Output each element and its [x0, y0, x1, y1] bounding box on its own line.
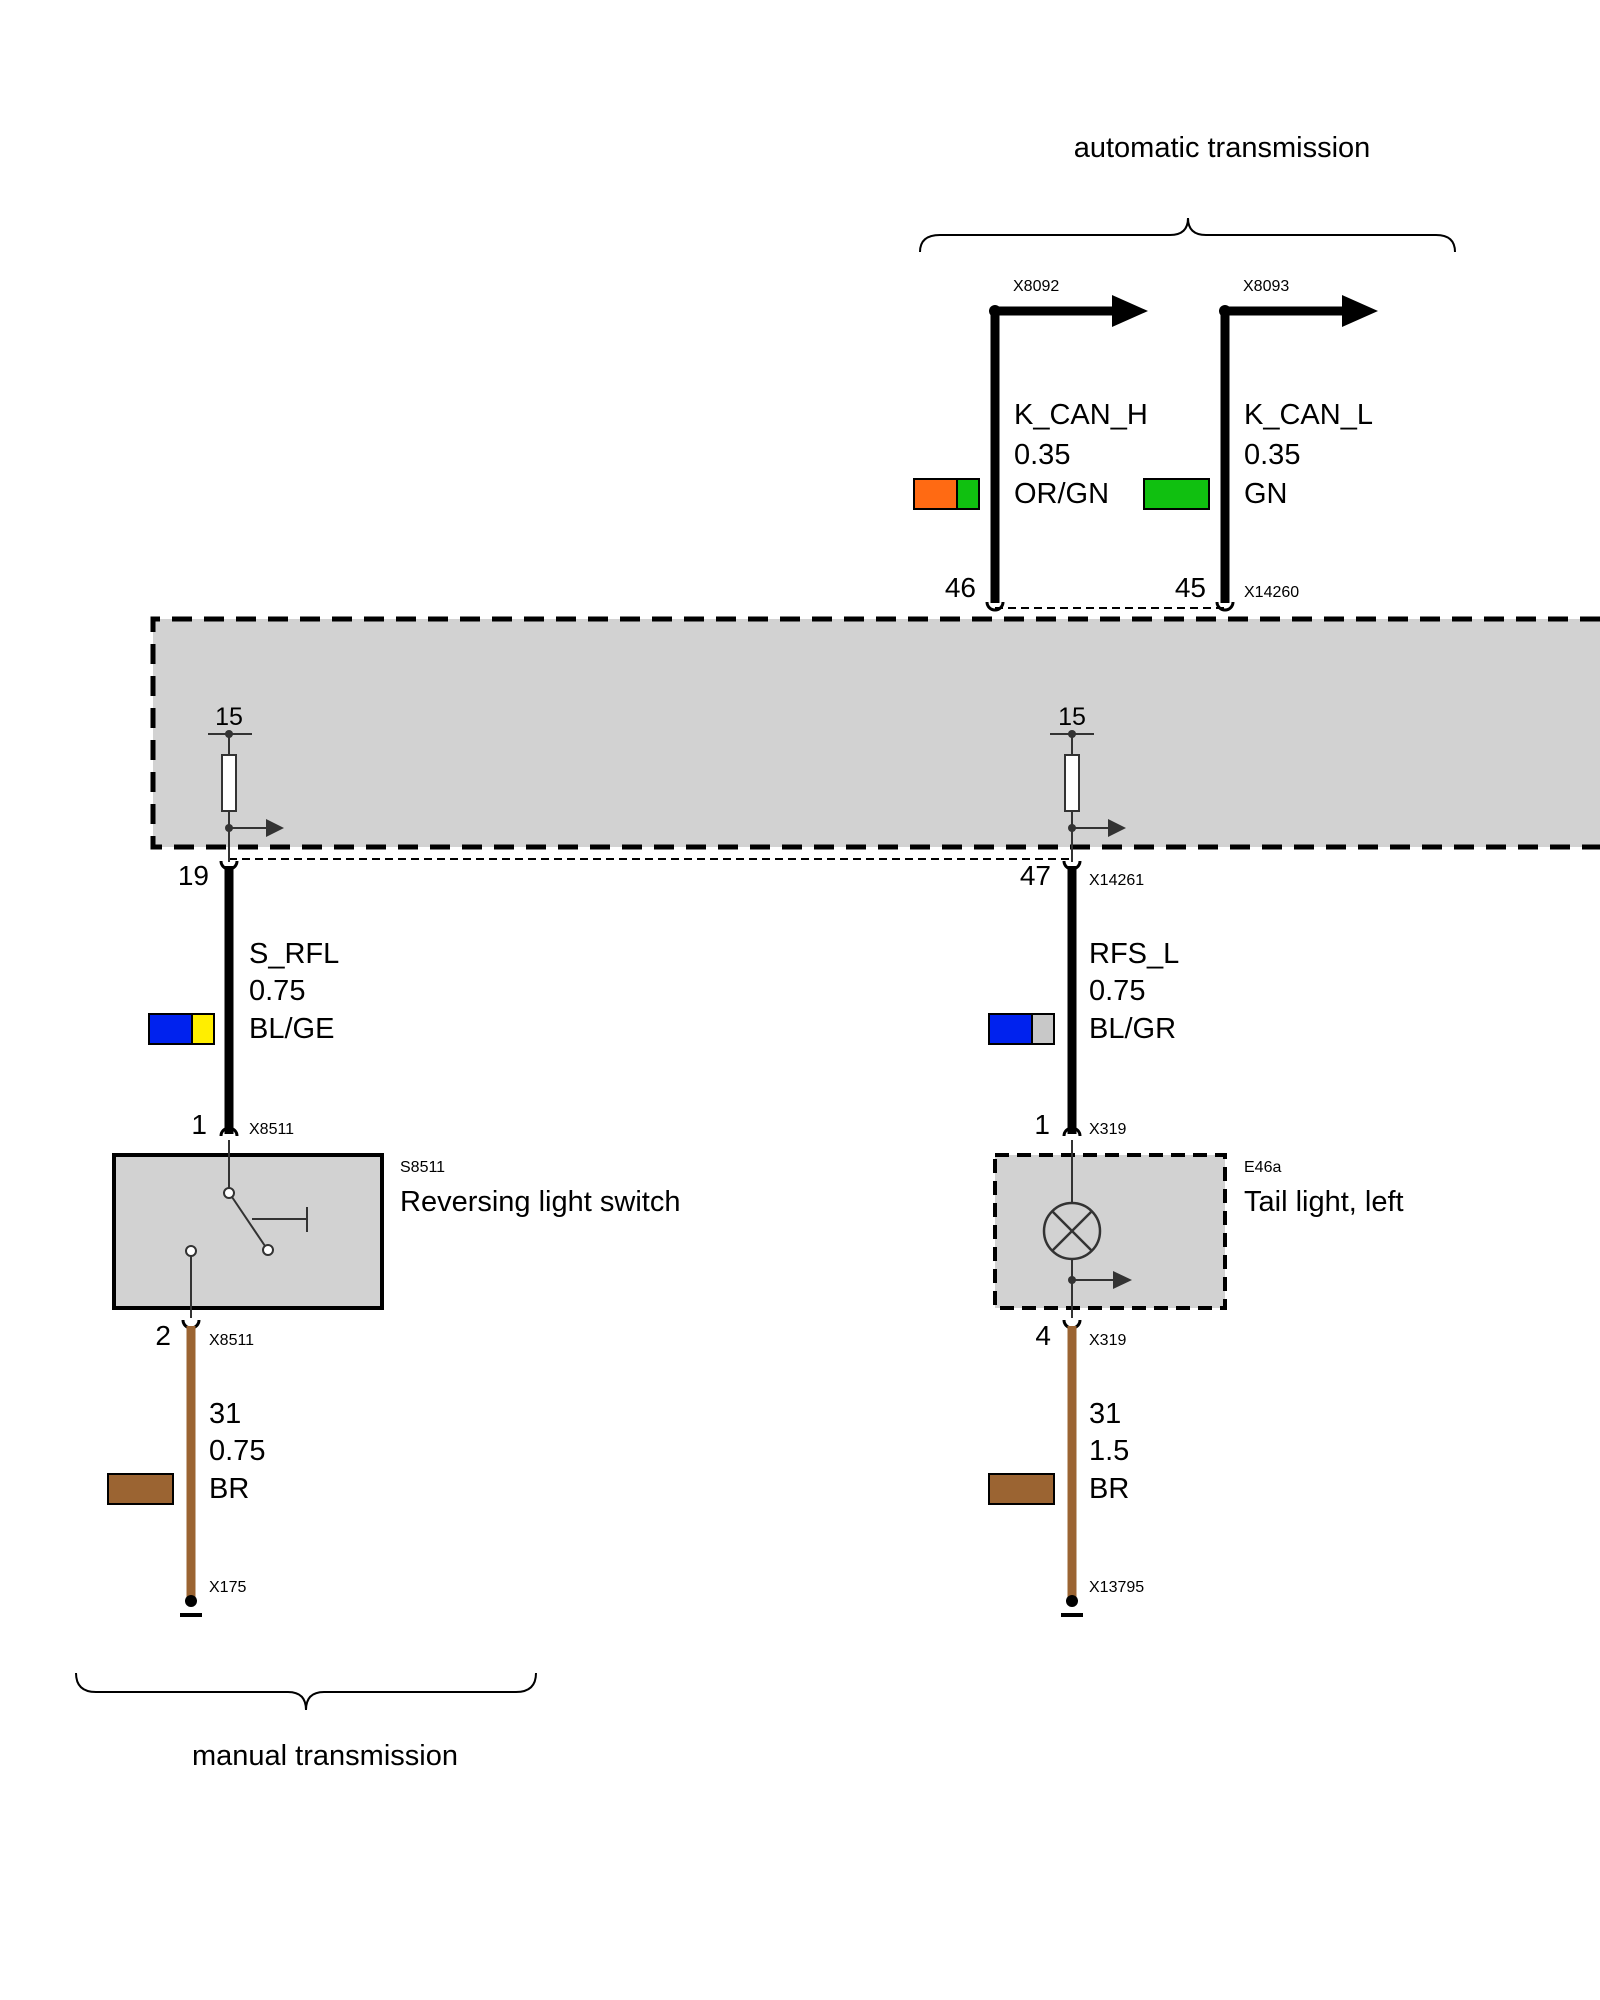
signal-label: 31 — [209, 1398, 241, 1430]
pin-number: 2 — [155, 1320, 171, 1351]
color-swatch-gn — [1143, 478, 1210, 510]
tail-light-left — [993, 1140, 1227, 1318]
component-name: Reversing light switch — [400, 1186, 680, 1218]
color-code-label: OR/GN — [1014, 478, 1109, 510]
color-swatch-or-gn — [913, 478, 980, 510]
connector-label: X14260 — [1244, 584, 1299, 601]
color-code-label: BR — [1089, 1473, 1129, 1505]
supply-terminal-label: 15 — [215, 703, 243, 731]
color-swatch-bl-gr — [988, 1013, 1055, 1045]
wire-size-label: 1.5 — [1089, 1435, 1129, 1467]
module-output-left — [208, 730, 284, 862]
wire-size-label: 0.75 — [209, 1435, 265, 1467]
wire-size-label: 0.35 — [1244, 439, 1300, 471]
pin-number: 19 — [178, 860, 209, 891]
pin-number: 1 — [1034, 1109, 1050, 1140]
wire-size-label: 0.35 — [1014, 439, 1070, 471]
wire-ground-switch — [180, 1319, 202, 1617]
resistor-icon — [221, 754, 237, 812]
connector-label: X8511 — [249, 1121, 294, 1138]
ground-point-label: X175 — [209, 1579, 246, 1596]
control-module-box — [153, 619, 1600, 847]
connector-label: X8511 — [209, 1332, 254, 1349]
manual-transmission-label: manual transmission — [192, 1740, 458, 1772]
pin-number: 47 — [1020, 860, 1051, 891]
signal-label: K_CAN_H — [1014, 399, 1148, 431]
wire-kcanl — [1215, 295, 1378, 612]
color-code-label: BR — [209, 1473, 249, 1505]
module-output-right — [1050, 730, 1126, 862]
signal-label: S_RFL — [249, 938, 339, 970]
wire-srfl — [219, 860, 239, 1137]
connector-label: X319 — [1089, 1121, 1126, 1138]
control-module-border — [150, 616, 1600, 850]
color-swatch-br — [107, 1473, 174, 1505]
automatic-transmission-brace — [919, 217, 1456, 253]
supply-terminal-label: 15 — [1058, 703, 1086, 731]
automatic-transmission-label: automatic transmission — [1074, 132, 1371, 164]
connector-label: X319 — [1089, 1332, 1126, 1349]
color-code-label: BL/GR — [1089, 1013, 1176, 1045]
wire-kcanh — [985, 295, 1148, 612]
manual-transmission-brace — [75, 1672, 537, 1711]
wire-ground-taillight — [1061, 1319, 1083, 1617]
component-id: S8511 — [400, 1159, 445, 1176]
reversing-light-switch — [112, 1140, 384, 1318]
connector-label: X14261 — [1089, 872, 1144, 889]
color-code-label: BL/GE — [249, 1013, 334, 1045]
signal-label: RFS_L — [1089, 938, 1179, 970]
ground-point-label: X13795 — [1089, 1579, 1144, 1596]
signal-label: 31 — [1089, 1398, 1121, 1430]
color-code-label: GN — [1244, 478, 1288, 510]
arrow-right-icon — [1113, 1271, 1132, 1289]
wire-rfsl — [1062, 860, 1082, 1137]
arrow-right-icon — [1108, 819, 1126, 837]
pin-number: 1 — [191, 1109, 207, 1140]
switch-contact-icon — [231, 1196, 266, 1247]
pin-number: 46 — [945, 572, 976, 603]
arrow-right-icon — [1112, 295, 1148, 327]
connector-label: X8093 — [1243, 278, 1289, 295]
color-swatch-bl-ge — [148, 1013, 215, 1045]
wire-size-label: 0.75 — [249, 975, 305, 1007]
connector-label: X8092 — [1013, 278, 1059, 295]
resistor-icon — [1064, 754, 1080, 812]
pin-number: 45 — [1175, 572, 1206, 603]
wire-size-label: 0.75 — [1089, 975, 1145, 1007]
color-swatch-br — [988, 1473, 1055, 1505]
pin-number: 4 — [1035, 1320, 1051, 1351]
signal-label: K_CAN_L — [1244, 399, 1373, 431]
component-name: Tail light, left — [1244, 1186, 1404, 1218]
component-id: E46a — [1244, 1159, 1281, 1176]
arrow-right-icon — [1342, 295, 1378, 327]
arrow-right-icon — [266, 819, 284, 837]
